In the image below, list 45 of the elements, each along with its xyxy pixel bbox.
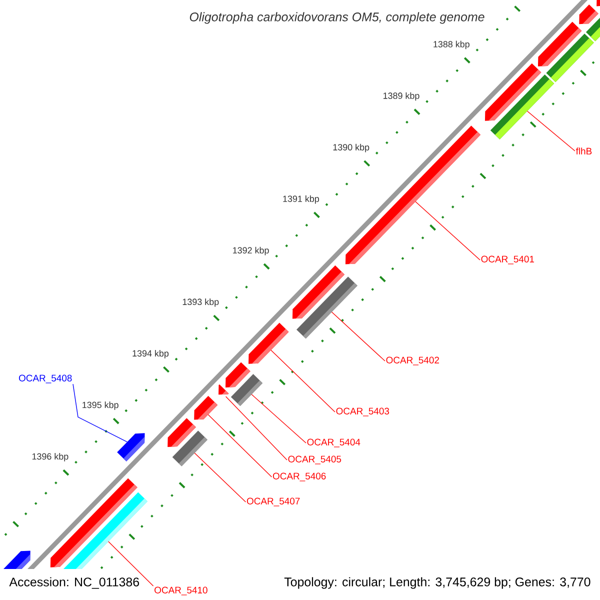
gene-label: OCAR_5402 [386,356,439,366]
tick-label: 1395 kbp [82,402,118,410]
gene-label: flhB [576,148,592,154]
gene-label: OCAR_5408 [19,374,72,384]
leader-line [251,394,306,444]
feature-bar [546,34,594,82]
gene-block [248,322,289,364]
tick-label: 1393 kbp [182,298,219,307]
gene-block [117,433,145,462]
leader-line [208,414,272,478]
tick-label: 1396 kbp [32,453,68,462]
tick-label: 1392 kbp [233,246,269,256]
title: Oligotropha carboxidovorans OM5, complete genome [190,12,484,24]
leader-line [108,541,154,586]
gene-block [194,396,218,420]
gene-label: OCAR_5405 [288,456,342,464]
tick-label: 1388 kbp [434,40,470,50]
feature-bar [230,374,263,406]
feature-bar [490,74,554,140]
leader-line [194,452,246,502]
feature-bar [296,276,358,339]
leader-line [72,384,128,442]
tick-label: 1389 kbp [383,92,420,101]
gene-label: OCAR_5401 [481,256,534,264]
footer-text: Accession: NC_011386 [9,577,140,589]
gene-block [218,384,229,395]
gene-label: OCAR_5406 [272,472,326,482]
tick-label: 1390 kbp [333,144,370,152]
gene-block [4,550,30,569]
gene-label: OCAR_5407 [246,498,300,506]
tick-label: 1394 kbp [132,350,169,358]
gene-label: OCAR_5403 [336,408,390,416]
gene-label: OCAR_5410 [154,586,208,596]
leader-line [526,110,576,152]
leader-line [225,396,288,460]
feature-bar [64,492,148,569]
leader-line [270,350,336,412]
gene-block [596,0,600,6]
gene-block [579,4,598,24]
leader-line [415,201,480,260]
footer-text: Topology: circular; Length: 3,745,629 bp; Genes: 3,770 [284,577,590,589]
feature-bar [172,430,208,466]
tick-label: 1391 kbp [283,195,319,204]
leader-line [331,312,386,362]
gene-label: OCAR_5404 [307,438,360,448]
